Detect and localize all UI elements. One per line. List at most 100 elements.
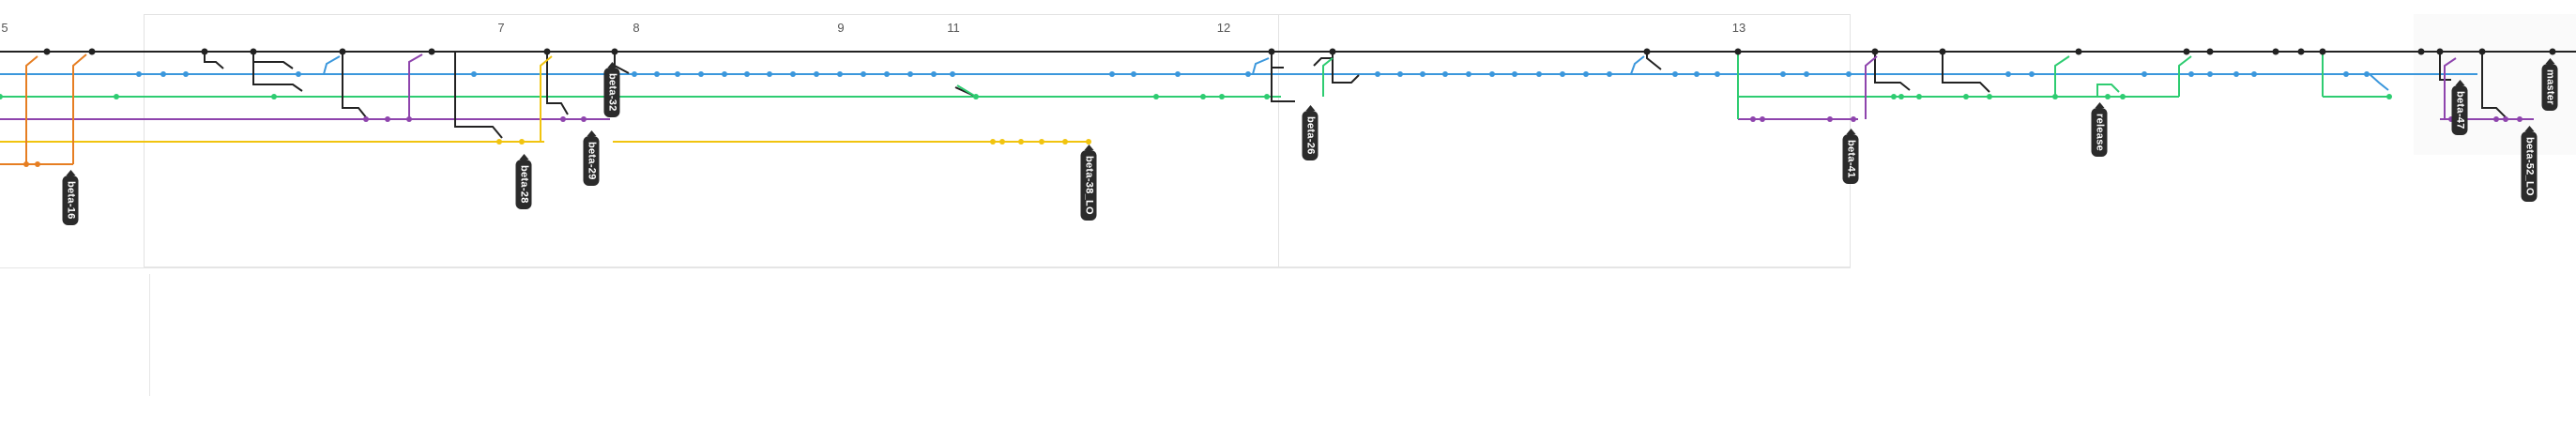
commit-dot[interactable] [2207,71,2213,77]
commit-dot[interactable] [1512,71,1517,77]
commit-dot[interactable] [931,71,937,77]
commit-dot[interactable] [560,116,566,122]
commit-dot[interactable] [88,48,96,55]
commit-dot[interactable] [1898,94,1904,99]
commit-dot[interactable] [1694,71,1700,77]
commit-dot[interactable] [611,48,618,55]
commit-dot[interactable] [2005,71,2011,77]
commit-dot[interactable] [271,94,277,99]
commit-dot[interactable] [363,116,369,122]
commit-dot[interactable] [339,48,346,55]
commit-dot[interactable] [1804,71,1809,77]
commit-dot[interactable] [1131,71,1136,77]
commit-dot[interactable] [744,71,750,77]
commit-dot[interactable] [1264,94,1270,99]
commit-dot[interactable] [990,139,996,145]
commit-dot[interactable] [183,71,189,77]
tag-beta-16[interactable]: beta-16 [62,170,79,225]
commit-dot[interactable] [2478,48,2486,55]
commit-dot[interactable] [428,48,435,55]
commit-dot[interactable] [1891,94,1897,99]
commit-dot[interactable] [23,161,29,167]
commit-dot[interactable] [814,71,819,77]
commit-dot[interactable] [1086,139,1091,145]
commit-dot[interactable] [1329,48,1336,55]
commit-dot[interactable] [2142,71,2147,77]
commit-dot[interactable] [1466,71,1471,77]
commit-dot[interactable] [1871,48,1879,55]
commit-dot[interactable] [973,94,979,99]
commit-dot[interactable] [2386,94,2392,99]
tag-beta-28[interactable]: beta-28 [515,154,532,209]
commit-dot[interactable] [767,71,772,77]
commit-dot[interactable] [2120,94,2126,99]
commit-dot[interactable] [2188,71,2194,77]
commit-dot[interactable] [2493,116,2499,122]
commit-dot[interactable] [1109,71,1115,77]
tag-release[interactable]: release [2091,101,2108,158]
commit-dot[interactable] [2233,71,2239,77]
commit-dot[interactable] [250,48,257,55]
commit-dot[interactable] [1062,139,1068,145]
commit-dot[interactable] [1715,71,1720,77]
commit-dot[interactable] [2517,116,2523,122]
commit-dot[interactable] [2029,71,2035,77]
commit-dot[interactable] [1375,71,1380,77]
commit-dot[interactable] [861,71,866,77]
commit-dot[interactable] [2417,48,2425,55]
commit-dot[interactable] [698,71,704,77]
commit-dot[interactable] [1987,94,1992,99]
commit-dot[interactable] [471,71,477,77]
commit-dot[interactable] [296,71,301,77]
commit-dot[interactable] [1643,48,1651,55]
commit-dot[interactable] [2251,71,2257,77]
commit-dot[interactable] [1607,71,1612,77]
commit-dot[interactable] [385,116,390,122]
commit-dot[interactable] [632,71,637,77]
commit-dot[interactable] [201,48,208,55]
tag-beta-32[interactable]: beta-32 [603,62,620,117]
commit-dot[interactable] [114,94,119,99]
commit-dot[interactable] [1039,139,1044,145]
commit-dot[interactable] [2206,48,2214,55]
commit-dot[interactable] [1760,116,1765,122]
tag-beta-29[interactable]: beta-29 [583,130,600,186]
commit-dot[interactable] [1018,139,1024,145]
commit-dot[interactable] [1560,71,1565,77]
commit-dot[interactable] [884,71,890,77]
commit-dot[interactable] [2319,48,2326,55]
commit-dot[interactable] [2105,94,2111,99]
commit-dot[interactable] [519,139,525,145]
commit-dot[interactable] [1734,48,1742,55]
tag-beta-26[interactable]: beta-26 [1302,105,1318,160]
tag-master[interactable]: master [2541,58,2558,111]
commit-dot[interactable] [907,71,913,77]
commit-dot[interactable] [1827,116,1833,122]
commit-dot[interactable] [2272,48,2279,55]
commit-dot[interactable] [496,139,502,145]
commit-dot[interactable] [1750,116,1756,122]
tag-beta-52-lo[interactable]: beta-52_LO [2521,126,2538,202]
tag-beta-38-lo[interactable]: beta-38_LO [1080,145,1097,221]
commit-dot[interactable] [1442,71,1448,77]
commit-dot[interactable] [2549,48,2556,55]
commit-dot[interactable] [999,139,1005,145]
commit-dot[interactable] [1939,48,1946,55]
commit-dot[interactable] [2183,48,2190,55]
commit-dot[interactable] [722,71,727,77]
commit-dot[interactable] [406,116,412,122]
commit-dot[interactable] [136,71,142,77]
commit-dot[interactable] [837,71,843,77]
commit-dot[interactable] [1536,71,1542,77]
commit-dot[interactable] [2436,48,2444,55]
commit-dot[interactable] [675,71,680,77]
commit-dot[interactable] [543,48,551,55]
commit-dot[interactable] [950,71,955,77]
commit-dot[interactable] [1780,71,1786,77]
commit-dot[interactable] [1153,94,1159,99]
commit-dot[interactable] [1851,116,1856,122]
commit-dot[interactable] [2503,116,2508,122]
tag-beta-41[interactable]: beta-41 [1842,129,1859,184]
commit-dot[interactable] [1489,71,1495,77]
commit-dot[interactable] [1268,48,1275,55]
